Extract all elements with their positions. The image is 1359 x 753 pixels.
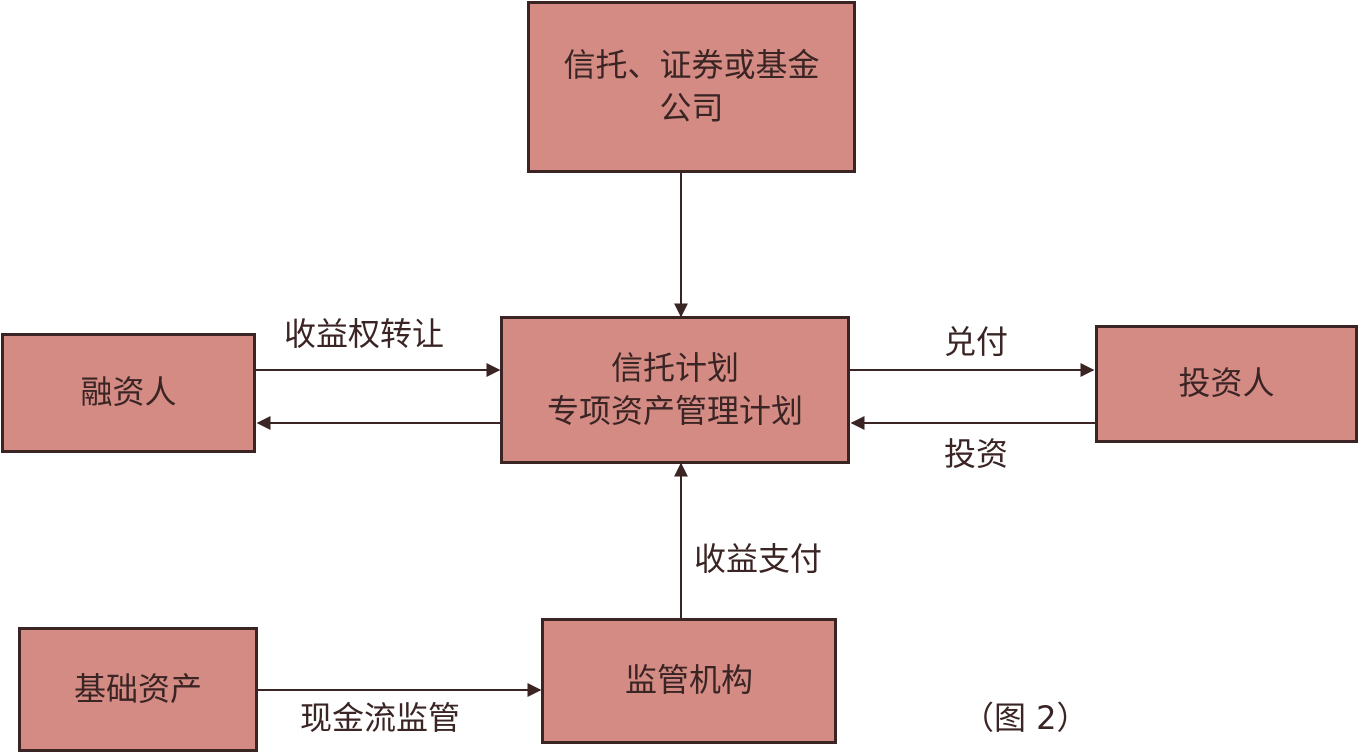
investor-node: 投资人 [1095, 325, 1358, 443]
financier-node: 融资人 [1, 333, 256, 453]
supervisor-node: 监管机构 [541, 618, 837, 744]
figure-caption: （图 2） [962, 699, 1089, 737]
underlying-assets-node: 基础资产 [18, 627, 258, 752]
plan-line2: 专项资产管理计划 [546, 392, 803, 430]
underlying-assets-label: 基础资产 [73, 669, 202, 708]
plan-line1: 信托计划 [610, 348, 739, 387]
trust-company-line1: 信托、证券或基金 [563, 45, 820, 84]
cashflow-supervision-label: 现金流监管 [300, 699, 461, 737]
financier-label: 融资人 [80, 373, 177, 412]
plan-node: 信托计划 专项资产管理计划 [500, 316, 850, 464]
redemption-label: 兑付 [944, 323, 1009, 361]
trust-company-line2: 公司 [659, 89, 724, 127]
trust-company-node: 信托、证券或基金 公司 [527, 1, 856, 173]
income-right-transfer-label: 收益权转让 [284, 315, 445, 353]
investor-label: 投资人 [1178, 364, 1275, 403]
income-payment-label: 收益支付 [694, 540, 823, 578]
investment-label: 投资 [944, 435, 1009, 473]
supervisor-label: 监管机构 [624, 661, 753, 700]
